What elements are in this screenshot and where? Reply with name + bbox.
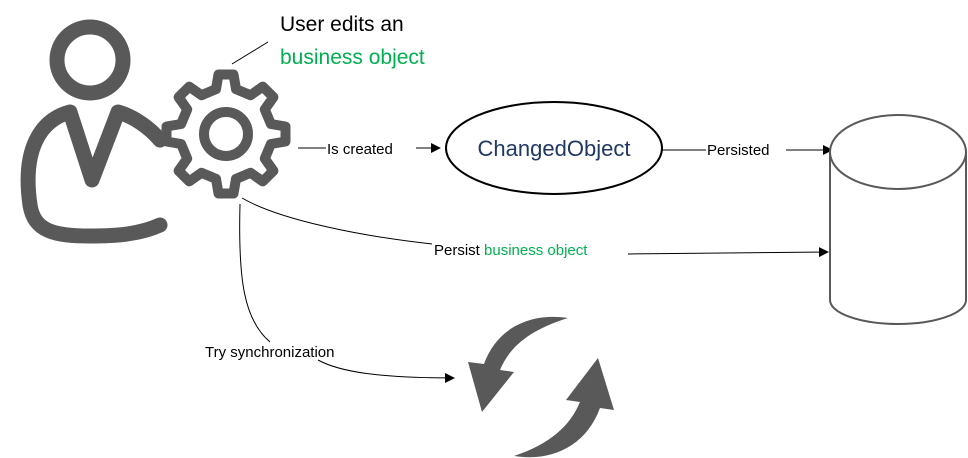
edge-label-persist: Persist business object bbox=[434, 242, 588, 259]
user-icon bbox=[20, 19, 168, 244]
changed-object-node: ChangedObject bbox=[445, 101, 663, 195]
edge-persist-business-object: Persist business object bbox=[241, 197, 829, 259]
gear-icon bbox=[161, 69, 291, 199]
annotation-leader-line bbox=[231, 41, 269, 65]
changed-object-label: ChangedObject bbox=[478, 136, 631, 161]
sync-icon bbox=[468, 316, 614, 458]
annotation-line-2: business object bbox=[280, 46, 425, 69]
edge-label-persisted: Persisted bbox=[707, 142, 770, 159]
edge-persisted: Persisted bbox=[662, 142, 833, 159]
edge-label-is-created: Is created bbox=[327, 141, 393, 158]
edge-label-try-synchronization: Try synchronization bbox=[205, 344, 335, 361]
database-icon bbox=[829, 114, 967, 325]
edge-is-created: Is created bbox=[298, 141, 441, 158]
edge-try-synchronization: Try synchronization bbox=[205, 203, 455, 383]
annotation-line-1: User edits an bbox=[280, 13, 404, 36]
